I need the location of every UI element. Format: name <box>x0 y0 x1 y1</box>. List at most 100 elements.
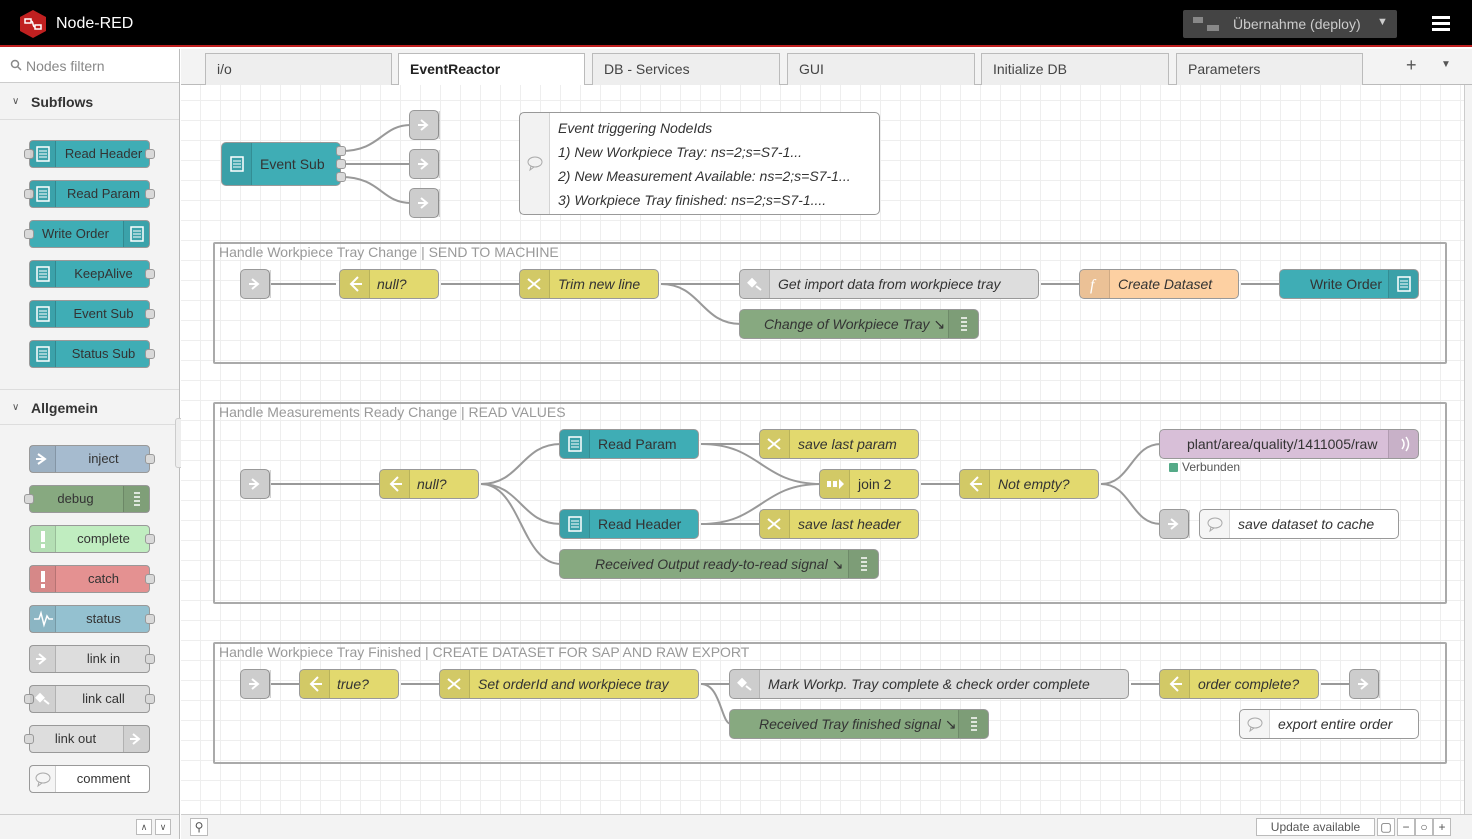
hamburger-menu-icon[interactable] <box>1428 13 1454 35</box>
tab-db-services[interactable]: DB - Services <box>592 53 780 85</box>
node-link-out[interactable] <box>409 110 440 140</box>
update-available-button[interactable]: Update available <box>1256 818 1375 836</box>
chevron-down-icon: ∨ <box>12 96 20 107</box>
node-label: true? <box>337 676 369 692</box>
node-label: save last param <box>798 436 897 452</box>
link-in-icon <box>30 646 56 672</box>
speech-bubble-icon <box>1240 710 1270 738</box>
node-link-out[interactable] <box>1159 509 1190 539</box>
node-debug-received-output[interactable]: Received Output ready-to-read signal ↘ <box>559 549 879 579</box>
node-label: export entire order <box>1278 716 1393 732</box>
palette-node-link-call[interactable]: link call <box>24 685 155 713</box>
node-read-param[interactable]: Read Param <box>559 429 699 459</box>
expand-all-icon[interactable]: ∧ <box>136 819 152 835</box>
node-switch-not-empty[interactable]: Not empty? <box>959 469 1099 499</box>
tab-initialize-db[interactable]: Initialize DB <box>981 53 1169 85</box>
link-in-icon <box>241 270 271 298</box>
zoom-in-icon[interactable]: + <box>1433 818 1451 836</box>
node-change-save-header[interactable]: save last header <box>759 509 919 539</box>
node-link-out[interactable] <box>409 188 440 218</box>
node-link-call-get-import[interactable]: Get import data from workpiece tray <box>739 269 1039 299</box>
category-label: Allgemein <box>31 400 98 416</box>
flow-canvas[interactable]: Event Sub Event triggering NodeIds 1) Ne… <box>181 85 1472 814</box>
palette-category-allgemein[interactable]: ∨ Allgemein <box>0 389 179 425</box>
node-link-in[interactable] <box>240 469 271 499</box>
palette-node-link-out[interactable]: link out <box>24 725 150 753</box>
node-label: Write Order <box>42 226 109 241</box>
group-tray-finished[interactable]: Handle Workpiece Tray Finished | CREATE … <box>213 642 1447 764</box>
palette-node-link-in[interactable]: link in <box>29 645 155 673</box>
node-comment-export[interactable]: export entire order <box>1239 709 1419 739</box>
tab-label: Initialize DB <box>993 61 1067 77</box>
tab-parameters[interactable]: Parameters <box>1176 53 1363 85</box>
tab-list-caret-icon[interactable]: ▼ <box>1441 59 1451 70</box>
node-link-in[interactable] <box>240 669 271 699</box>
zoom-out-icon[interactable]: − <box>1397 818 1415 836</box>
node-debug-change-tray[interactable]: Change of Workpiece Tray ↘ <box>739 309 979 339</box>
node-change-trim[interactable]: Trim new line <box>519 269 659 299</box>
node-label: link out <box>54 731 97 746</box>
palette-node-keepalive[interactable]: KeepAlive <box>29 260 155 288</box>
palette-node-comment[interactable]: comment <box>29 765 150 793</box>
palette-node-status-sub[interactable]: Status Sub <box>29 340 155 368</box>
palette-node-status[interactable]: status <box>29 605 155 633</box>
palette-footer: ∧ ∨ <box>0 814 179 839</box>
switch-icon <box>380 470 410 498</box>
search-icon[interactable]: ⚲ <box>190 818 208 836</box>
map-icon[interactable]: ▢ <box>1377 818 1395 836</box>
node-change-save-param[interactable]: save last param <box>759 429 919 459</box>
add-tab-icon[interactable]: + <box>1406 55 1417 75</box>
deploy-button[interactable]: Übernahme (deploy) ▼ <box>1183 10 1397 38</box>
zoom-reset-icon[interactable]: ○ <box>1415 818 1433 836</box>
node-link-call-mark[interactable]: Mark Workp. Tray complete & check order … <box>729 669 1129 699</box>
palette-node-catch[interactable]: catch <box>29 565 155 593</box>
group-tray-change[interactable]: Handle Workpiece Tray Change | SEND TO M… <box>213 242 1447 364</box>
palette-node-read-param[interactable]: Read Param <box>24 180 155 208</box>
node-switch-order-complete[interactable]: order complete? <box>1159 669 1319 699</box>
palette-node-inject[interactable]: inject <box>29 445 155 473</box>
subflow-icon <box>222 143 252 185</box>
sidebar-edge[interactable] <box>1464 85 1472 814</box>
palette-filter-input[interactable]: Nodes filtern <box>0 49 179 83</box>
palette-node-read-header[interactable]: Read Header <box>24 140 155 168</box>
node-label: join 2 <box>858 476 892 492</box>
collapse-all-icon[interactable]: ∨ <box>155 819 171 835</box>
subflow-icon <box>30 181 56 207</box>
palette-node-debug[interactable]: debug <box>24 485 150 513</box>
palette-node-write-order[interactable]: Write Order <box>24 220 150 248</box>
link-call-icon <box>730 670 760 698</box>
node-switch-true[interactable]: true? <box>299 669 399 699</box>
node-write-order[interactable]: Write Order <box>1279 269 1419 299</box>
node-change-set-order[interactable]: Set orderId and workpiece tray <box>439 669 699 699</box>
node-join[interactable]: join 2 <box>819 469 919 499</box>
node-switch-null[interactable]: null? <box>339 269 439 299</box>
group-label: Handle Measurements Ready Change | READ … <box>219 404 566 420</box>
comment-event-triggering[interactable]: Event triggering NodeIds 1) New Workpiec… <box>519 112 880 215</box>
node-label: Get import data from workpiece tray <box>778 276 1001 292</box>
group-measurements-ready[interactable]: Handle Measurements Ready Change | READ … <box>213 402 1447 604</box>
category-label: Subflows <box>31 94 94 110</box>
caret-down-icon[interactable]: ▼ <box>1377 16 1388 28</box>
node-switch-null[interactable]: null? <box>379 469 479 499</box>
node-label: link call <box>82 691 125 706</box>
palette-node-complete[interactable]: complete <box>29 525 155 553</box>
tab-eventreactor[interactable]: EventReactor <box>398 53 585 86</box>
node-read-header[interactable]: Read Header <box>559 509 699 539</box>
header-bar: Node-RED Übernahme (deploy) ▼ <box>0 0 1472 47</box>
tab-gui[interactable]: GUI <box>787 53 975 85</box>
node-link-in[interactable] <box>240 269 271 299</box>
node-comment-cache[interactable]: save dataset to cache <box>1199 509 1399 539</box>
palette-node-event-sub[interactable]: Event Sub <box>29 300 155 328</box>
subflow-icon <box>1388 270 1418 298</box>
node-link-out[interactable] <box>1349 669 1380 699</box>
palette-category-subflows[interactable]: ∨ Subflows <box>0 84 179 120</box>
subflow-icon <box>560 510 590 538</box>
join-icon <box>820 470 850 498</box>
node-mqtt-out[interactable]: plant/area/quality/1411005/raw <box>1159 429 1419 459</box>
node-debug-tray-finished[interactable]: Received Tray finished signal ↘ <box>729 709 989 739</box>
debug-list-icon <box>948 310 978 338</box>
node-link-out[interactable] <box>409 149 440 179</box>
tab-io[interactable]: i/o <box>205 53 392 85</box>
node-event-sub[interactable]: Event Sub <box>221 142 341 186</box>
